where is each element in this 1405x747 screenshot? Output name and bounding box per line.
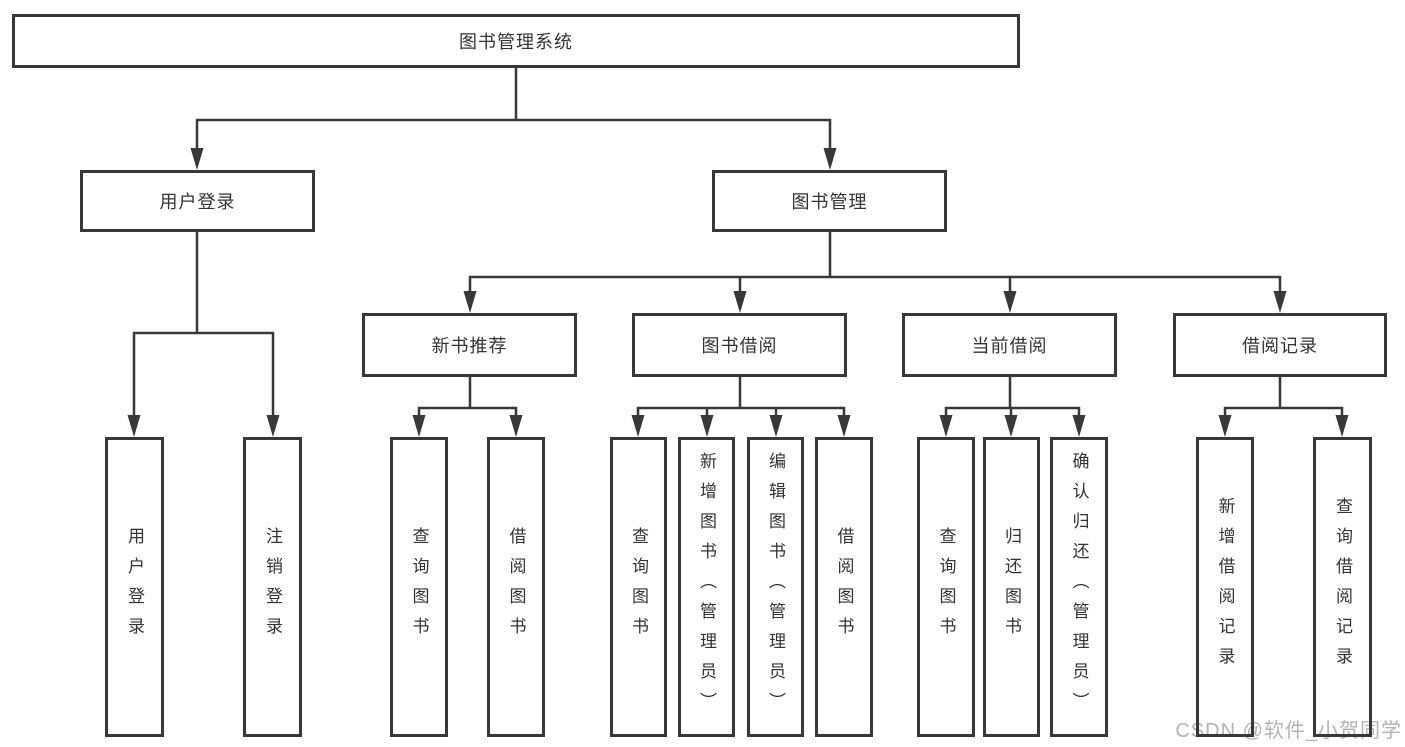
node-label: 图书管理系统 [459,32,573,52]
leaf-label: 查询图书 [629,527,648,647]
leaf-bb-borrow-books: 借阅图书 [815,437,873,737]
arrow-icon [1072,415,1086,437]
arrow-icon [127,415,141,437]
leaf-label: 注销登录 [263,527,282,647]
leaf-label: 查询借阅记录 [1333,497,1352,677]
leaf-label: 归还图书 [1002,527,1021,647]
connector-group [132,68,1344,419]
arrow-icon [509,415,523,437]
leaf-bb-query-books: 查询图书 [610,437,667,737]
node-book-borrowing: 图书借阅 [632,313,847,377]
leaf-user-login: 用户登录 [105,437,164,737]
node-library-system: 图书管理系统 [12,14,1020,68]
leaf-label: 借阅图书 [834,527,854,647]
leaf-logout: 注销登录 [243,437,302,737]
arrow-icon [769,415,783,437]
node-current-borrowing: 当前借阅 [902,313,1117,377]
arrow-icon [837,415,851,437]
arrowheads [127,148,1349,437]
node-user-login: 用户登录 [80,170,315,232]
arrow-icon [1003,291,1017,313]
arrow-icon [1004,415,1018,437]
arrow-icon [190,148,204,170]
leaf-label: 确认归还（管理员） [1069,452,1089,722]
leaf-bb-edit-book-admin: 编辑图书（管理员） [747,437,804,737]
leaf-cb-confirm-return-admin: 确认归还（管理员） [1050,437,1108,737]
arrow-icon [463,291,477,313]
node-new-book-recommendation: 新书推荐 [362,313,577,377]
leaf-label: 编辑图书（管理员） [766,452,785,722]
node-label: 新书推荐 [431,336,508,356]
node-borrowing-records: 借阅记录 [1173,313,1387,377]
arrow-icon [733,291,747,313]
node-label: 借阅记录 [1242,336,1318,356]
arrow-icon [823,148,837,170]
arrow-icon [1273,291,1287,313]
leaf-label: 用户登录 [125,527,144,647]
connector-book-management [468,232,1282,295]
leaf-bb-add-book-admin: 新增图书（管理员） [678,437,735,737]
leaf-nb-query-books: 查询图书 [390,437,448,737]
leaf-label: 借阅图书 [506,527,526,647]
connector-root [195,68,832,152]
node-book-management: 图书管理 [712,170,947,232]
connector-borrow-records [1223,377,1344,419]
arrow-icon [266,415,280,437]
arrow-icon [1335,415,1349,437]
leaf-nb-borrow-books: 借阅图书 [487,437,545,737]
connector-book-borrowing [636,377,846,419]
node-label: 用户登录 [159,192,236,212]
arrow-icon [412,415,426,437]
leaf-label: 查询图书 [409,527,429,647]
arrow-icon [1218,415,1232,437]
leaf-br-add-record: 新增借阅记录 [1196,437,1254,737]
leaf-cb-query-books: 查询图书 [917,437,975,737]
connector-new-book [417,377,518,419]
leaf-br-query-record: 查询借阅记录 [1313,437,1372,737]
leaf-label: 查询图书 [936,527,956,647]
leaf-cb-return-books: 归还图书 [983,437,1040,737]
node-label: 当前借阅 [971,336,1048,356]
node-label: 图书管理 [791,192,868,212]
arrow-icon [700,415,714,437]
arrow-icon [939,415,953,437]
leaf-label: 新增借阅记录 [1215,497,1235,677]
arrow-icon [631,415,645,437]
node-label: 图书借阅 [701,336,778,356]
connector-user-login [132,232,275,419]
connector-current-borrowing [944,377,1081,419]
leaf-label: 新增图书（管理员） [697,452,716,722]
